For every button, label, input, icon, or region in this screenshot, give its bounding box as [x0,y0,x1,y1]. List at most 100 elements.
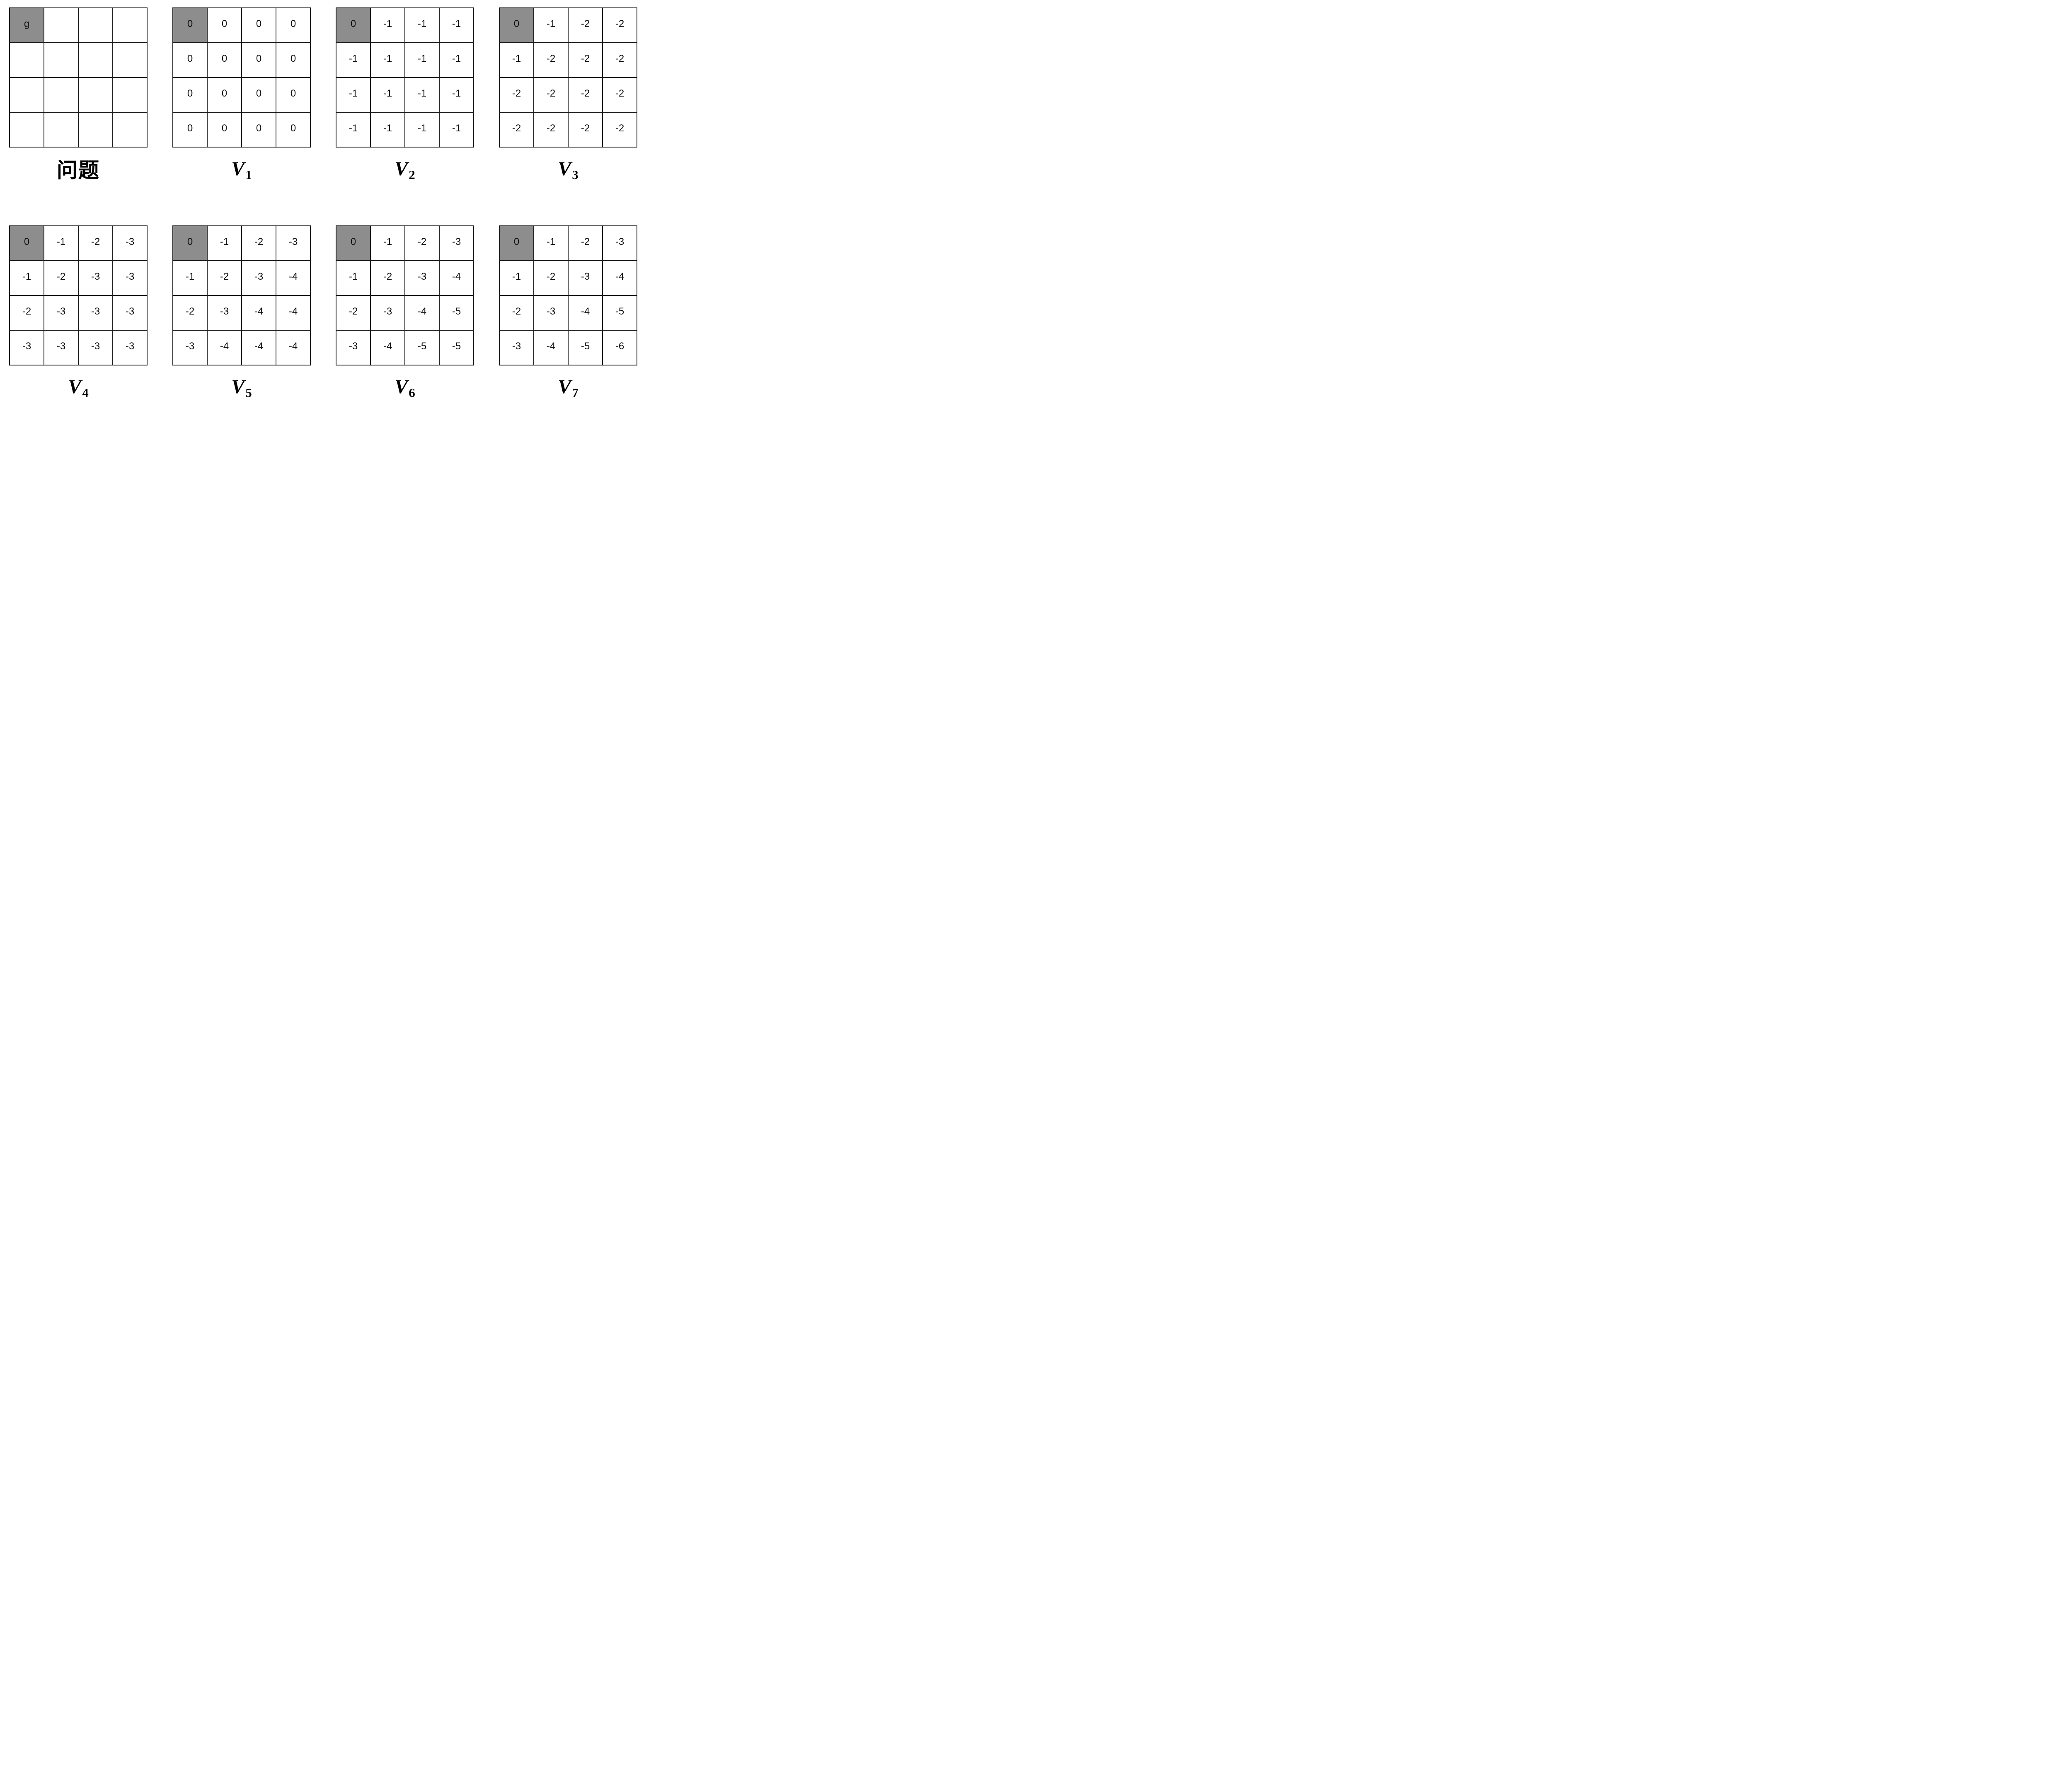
grid-row: 0-1-2-3 [499,225,637,261]
grid-row: 0-1-2-3 [172,225,311,261]
grid-cell: -1 [370,77,405,113]
grid-cell: -5 [602,295,637,331]
grid-cell: -1 [172,260,208,296]
panel-label-sub: 1 [245,167,252,182]
grid-cell: -3 [78,295,113,331]
grid-cell: -3 [439,225,474,261]
grid-cell: -1 [44,225,79,261]
grid-cell: -1 [9,260,44,296]
value-grid: 0-1-2-3-1-2-3-3-2-3-3-3-3-3-3-3 [9,225,148,365]
grid-cell: 0 [276,112,311,148]
grid-cell: -1 [533,7,569,43]
grid-cell: 0 [241,77,276,113]
goal-cell: 0 [336,225,371,261]
grid-cell: -2 [499,112,534,148]
grid-row: -1-2-3-4 [499,260,637,296]
grid-cell [112,7,148,43]
grid-cell: -4 [370,330,405,365]
grid-cell: -1 [404,77,440,113]
grid-cell: -2 [533,112,569,148]
grid-cell [78,7,113,43]
grid-row: -3-4-5-5 [336,330,474,365]
goal-cell: g [9,7,44,43]
grid-cell: 0 [276,77,311,113]
grid-cell: -3 [78,330,113,365]
grid-cell: -2 [9,295,44,331]
grid-row: -1-2-2-2 [499,42,637,78]
grid-cell: -2 [44,260,79,296]
grid-cell: -2 [602,7,637,43]
grid-cell: -2 [602,112,637,148]
grid-cell [44,112,79,148]
grid-cell: -5 [439,295,474,331]
panel-label-main: V [231,157,245,180]
panel-label-sub: 2 [409,167,415,182]
grid-cell: -5 [439,330,474,365]
grid-cell: -1 [439,42,474,78]
grid-row: -1-1-1-1 [336,77,474,113]
panel-label-sub: 5 [245,385,252,400]
grid-cell: -1 [336,42,371,78]
value-grid: 0-1-2-3-1-2-3-4-2-3-4-5-3-4-5-5 [336,225,474,365]
value-grid: 0-1-2-3-1-2-3-4-2-3-4-4-3-4-4-4 [172,225,311,365]
grid-cell: 0 [172,77,208,113]
panel-label-sub: 7 [572,385,579,400]
grid-row: -1-1-1-1 [336,112,474,148]
grid-cell [112,77,148,113]
grid-cell: -4 [276,330,311,365]
grid-cell: -1 [370,42,405,78]
grid-row: -2-3-4-5 [499,295,637,331]
goal-cell: 0 [9,225,44,261]
grid-cell: -4 [568,295,603,331]
value-grid: 0-1-1-1-1-1-1-1-1-1-1-1-1-1-1-1 [336,7,474,148]
grid-cell: -3 [404,260,440,296]
grid-row: -3-3-3-3 [9,330,148,365]
grid-row: -1-1-1-1 [336,42,474,78]
grid-cell: -3 [499,330,534,365]
grid-row: 0-1-2-2 [499,7,637,43]
grid-row: -3-4-5-6 [499,330,637,365]
grid-cell: -1 [336,260,371,296]
grid-cell: -2 [78,225,113,261]
grid-cell: -2 [568,225,603,261]
panel-label-sub: 6 [409,385,415,400]
grid-row: -3-4-4-4 [172,330,311,365]
grid-row: -1-2-3-4 [172,260,311,296]
grid-cell: 0 [276,42,311,78]
grid-cell: -4 [276,295,311,331]
goal-cell: 0 [336,7,371,43]
grid-cell: -2 [533,42,569,78]
grid-cell: -3 [241,260,276,296]
grid-row [9,112,148,148]
goal-cell: 0 [499,7,534,43]
grid-cell [78,42,113,78]
grid-cell: -1 [404,7,440,43]
grid-cell [44,77,79,113]
grid-cell [112,42,148,78]
grid-row [9,42,148,78]
grid-cell: -3 [602,225,637,261]
grid-cell [112,112,148,148]
grid-cell: -2 [602,42,637,78]
grid-cell: -5 [404,330,440,365]
grid-cell: 0 [241,112,276,148]
grid-cell: -3 [44,330,79,365]
panel-label-sub: 3 [572,167,579,182]
grid-cell [78,77,113,113]
grid-cell: -5 [568,330,603,365]
panel-label-main: 问题 [57,159,100,182]
grid-cell: -2 [533,260,569,296]
value-grid: g [9,7,148,148]
